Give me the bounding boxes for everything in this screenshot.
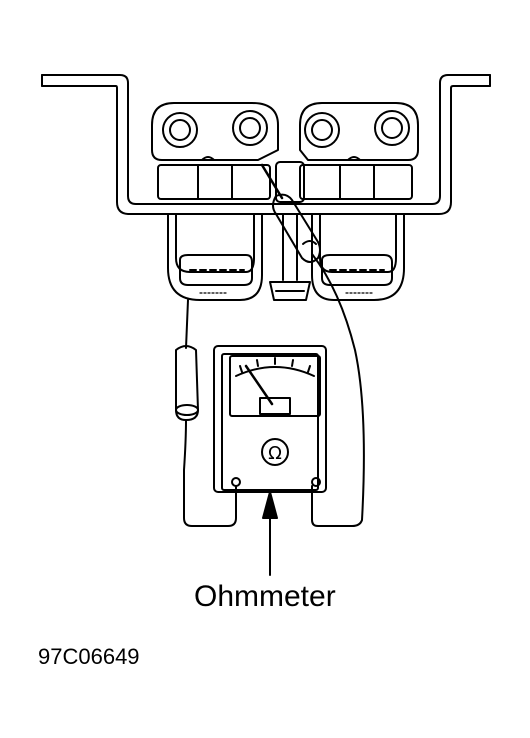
arrow-up-icon xyxy=(262,491,278,576)
ohmmeter-label: Ohmmeter xyxy=(194,580,336,613)
figure-id: 97C06649 xyxy=(38,644,140,669)
ignition-coil-left xyxy=(151,102,279,301)
mounting-bracket xyxy=(41,74,491,215)
center-bolt xyxy=(269,161,311,301)
ignition-coil-right xyxy=(299,102,419,301)
ohm-symbol: Ω xyxy=(268,443,282,464)
ohmmeter-icon xyxy=(213,345,327,493)
test-probe-lower xyxy=(175,299,237,527)
test-probe-upper xyxy=(260,163,365,527)
